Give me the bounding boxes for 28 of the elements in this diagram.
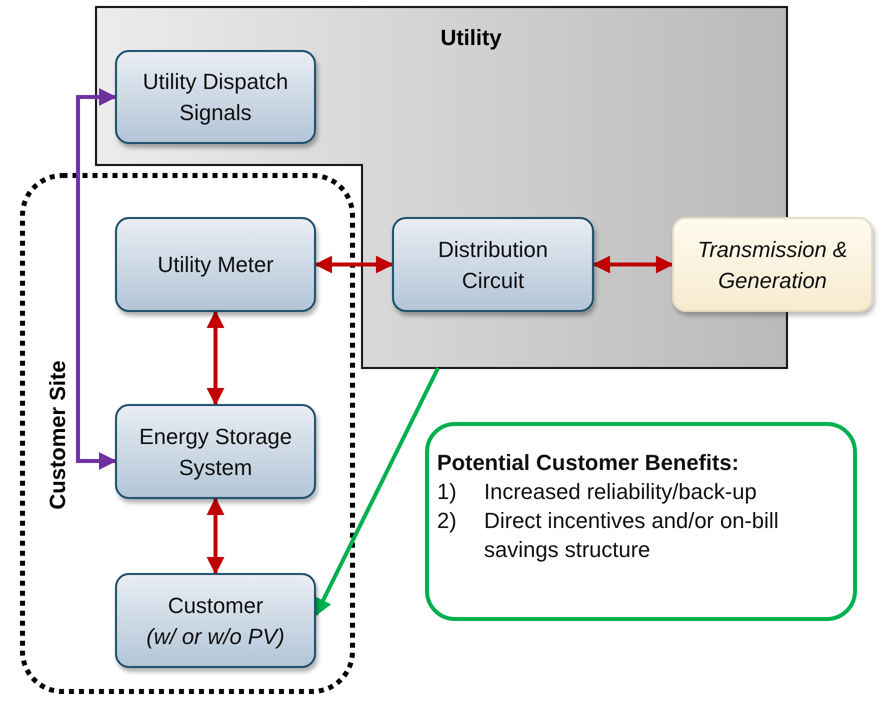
process-box (115, 217, 316, 312)
list-number: 2) (437, 507, 458, 535)
list-item: Direct incentives and/or on-bill savings structure (484, 507, 780, 564)
process-box (392, 217, 594, 312)
process-box (115, 573, 316, 668)
box-label: Distribution Circuit (436, 236, 550, 294)
region-title: Customer Site (45, 360, 71, 510)
box-label: Utility Meter (157, 251, 274, 279)
list-number: 1) (437, 478, 458, 506)
arrow (592, 256, 674, 274)
box-label: Energy Storage System (138, 422, 293, 482)
box-label: (w/ or w/o PV) (146, 622, 285, 650)
process-box (115, 50, 316, 144)
arrow (206, 497, 224, 575)
site-boundary (20, 173, 355, 694)
box-label: Utility Dispatch Signals (142, 68, 290, 127)
list-item: Increased reliability/back-up (484, 478, 758, 506)
arrow (206, 310, 224, 406)
callout-box (425, 422, 857, 621)
box-label: Customer (168, 592, 264, 620)
arrow (314, 256, 394, 274)
process-box (672, 217, 873, 312)
box-label: Transmission & Generation (696, 236, 848, 294)
region-title: Utility (439, 25, 503, 51)
callout-heading: Potential Customer Benefits: (437, 449, 740, 477)
process-box (115, 404, 316, 499)
arrow (76, 88, 117, 470)
arrow (314, 367, 440, 616)
